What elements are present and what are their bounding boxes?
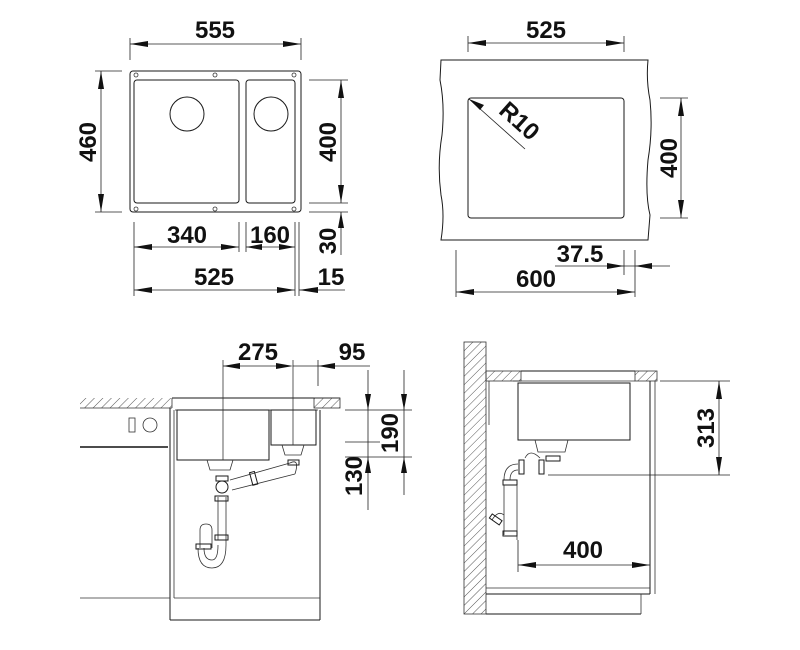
- top-view: 555 460 400 30 340 160: [75, 17, 348, 296]
- socket-icon: [128, 417, 136, 433]
- main-drain-circle: [169, 96, 205, 132]
- dim-400-top: 400: [315, 122, 342, 162]
- dim-400-side: 400: [563, 537, 603, 564]
- main-bowl-outline: [133, 79, 240, 204]
- dim-275: 275: [238, 339, 278, 366]
- dim-525-top: 525: [194, 264, 234, 291]
- cutout-view: R10 525 400 37.5 600: [438, 17, 688, 297]
- dim-r10: R10: [494, 97, 545, 147]
- small-drain-circle: [253, 96, 289, 132]
- dim-340: 340: [167, 222, 207, 249]
- dim-600: 600: [516, 266, 556, 293]
- countertop-outline: [438, 59, 652, 241]
- side-section-view: 313 400: [463, 341, 730, 615]
- dim-525-cutout: 525: [526, 17, 566, 44]
- sink-flange-outline: [129, 70, 302, 213]
- dim-130: 130: [341, 456, 368, 496]
- dim-95: 95: [339, 339, 366, 366]
- dim-15: 15: [318, 264, 345, 291]
- dim-30: 30: [315, 228, 342, 255]
- front-section-view: 275 95 130 190: [80, 339, 412, 621]
- dim-160: 160: [250, 222, 290, 249]
- dim-555: 555: [195, 17, 235, 44]
- dim-37-5: 37.5: [557, 241, 604, 268]
- wall-hatch: [463, 341, 487, 615]
- dim-313: 313: [693, 408, 720, 448]
- cutout-rectangle: [467, 97, 625, 219]
- small-bowl-section: [270, 409, 317, 446]
- small-bowl-outline: [245, 79, 296, 204]
- dim-190: 190: [377, 413, 404, 453]
- dim-460: 460: [75, 122, 102, 162]
- dim-400-cutout: 400: [656, 138, 683, 178]
- bowl-side-section: [517, 382, 631, 441]
